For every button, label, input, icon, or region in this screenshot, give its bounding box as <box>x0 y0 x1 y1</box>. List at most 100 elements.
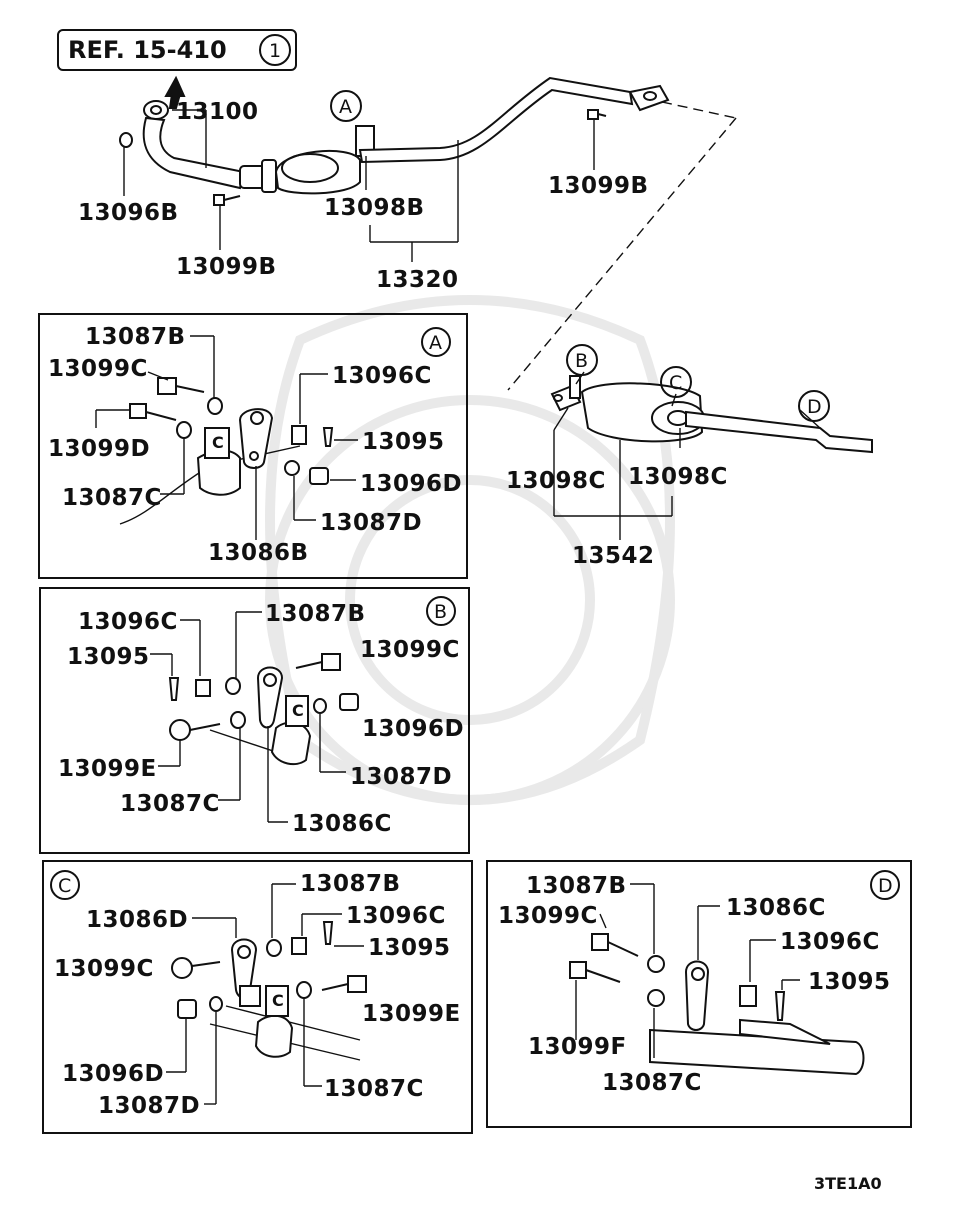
panel-D-label-13095: 13095 <box>808 969 891 995</box>
svg-text:C: C <box>272 991 284 1010</box>
panel-D-washer-13087C[interactable] <box>647 989 665 1007</box>
panel-A-washer-13087D[interactable] <box>284 460 300 476</box>
callout-C-rear[interactable]: C <box>660 366 692 398</box>
panel-C-label-13087B: 13087B <box>300 871 401 897</box>
panel-C-label-13087C: 13087C <box>324 1076 424 1102</box>
panel-A-label-13099D: 13099D <box>48 436 150 462</box>
panel-C-label-13099C: 13099C <box>54 956 154 982</box>
panel-B-label-13096C: 13096C <box>78 609 178 635</box>
panel-B-nut-13096C[interactable] <box>195 679 211 697</box>
panel-B: B C 13096C <box>39 587 470 854</box>
panel-A-label-13099C: 13099C <box>48 356 148 382</box>
panel-A-nut-13096C[interactable] <box>291 425 307 445</box>
label-13098B: 13098B <box>324 195 425 221</box>
panel-C-nut-13096C[interactable] <box>291 937 307 955</box>
svg-text:C: C <box>669 372 682 394</box>
panel-A-bolt-13099D[interactable] <box>129 403 177 421</box>
callout-A-top[interactable]: A <box>330 90 362 122</box>
panel-C-label-13099E: 13099E <box>362 1001 461 1027</box>
panel-C-bolt-13099C[interactable] <box>171 957 221 979</box>
panel-B-bolt-13099C[interactable] <box>295 653 341 671</box>
panel-B-label-13095: 13095 <box>67 644 150 670</box>
panel-B-label-13099E: 13099E <box>58 756 157 782</box>
panel-A-pin-13095[interactable] <box>322 427 334 447</box>
label-13542: 13542 <box>572 543 655 569</box>
svg-text:B: B <box>434 601 447 623</box>
panel-D-bolt-13099C[interactable] <box>591 933 639 957</box>
reference-text: REF. 15-410 <box>68 36 227 64</box>
panel-A-label-13095: 13095 <box>362 429 445 455</box>
svg-text:C: C <box>292 701 304 720</box>
panel-D-label-13087B: 13087B <box>526 873 627 899</box>
panel-B-label-13099C: 13099C <box>360 637 460 663</box>
panel-C-bolt-13099E[interactable] <box>321 975 367 993</box>
panel-B-label-13096D: 13096D <box>362 716 464 742</box>
svg-text:D: D <box>807 396 822 418</box>
panel-D-nut-13096C[interactable] <box>739 985 757 1007</box>
label-13096B: 13096B <box>78 200 179 226</box>
panel-A: A C <box>38 313 468 579</box>
panel-A-washer-13087C[interactable] <box>176 421 192 439</box>
panel-A-bolt-13099C[interactable] <box>157 377 205 395</box>
gasket-13096B[interactable] <box>119 132 133 148</box>
bolt-13099B-left[interactable] <box>213 194 241 206</box>
svg-text:C: C <box>212 433 224 452</box>
top-leaders <box>123 101 737 391</box>
panel-C-washer-13087C[interactable] <box>296 981 312 999</box>
panel-D-label-13099C: 13099C <box>498 903 598 929</box>
panel-D-bolt-13099F[interactable] <box>569 961 621 983</box>
panel-D: D 13087B 13099C 13086C 13096C 13 <box>486 860 912 1128</box>
label-13100: 13100 <box>176 99 259 125</box>
svg-text:D: D <box>878 875 893 897</box>
up-arrow-icon <box>164 75 186 109</box>
panel-C-label-13096D: 13096D <box>62 1061 164 1087</box>
panel-A-label-13087B: 13087B <box>85 324 186 350</box>
panel-D-label-13086C: 13086C <box>726 895 826 921</box>
rear-muffler-13542[interactable] <box>550 375 873 454</box>
panel-C-pin-13095[interactable] <box>322 921 334 945</box>
svg-text:C: C <box>58 875 71 897</box>
panel-A-label-13096D: 13096D <box>360 471 462 497</box>
callout-D-rear[interactable]: D <box>798 390 830 422</box>
panel-B-pin-13095[interactable] <box>168 677 180 701</box>
panel-D-washer-13087B[interactable] <box>647 955 665 973</box>
front-pipe-13100[interactable] <box>142 100 277 193</box>
panel-C-label-13096C: 13096C <box>346 903 446 929</box>
panel-B-washer-13087B[interactable] <box>225 677 241 695</box>
panel-C-label-13086D: 13086D <box>86 907 188 933</box>
panel-B-bolt-13099E[interactable] <box>169 719 221 741</box>
catalytic-converter[interactable] <box>274 125 375 195</box>
label-13098C-right: 13098C <box>628 464 728 490</box>
svg-text:B: B <box>575 350 588 372</box>
panel-C-washer-13087D[interactable] <box>209 996 223 1012</box>
panel-D-badge[interactable]: D <box>870 870 900 900</box>
bolt-13099B-right[interactable] <box>587 109 607 120</box>
reference-box[interactable]: REF. 15-410 1 <box>57 29 297 71</box>
reference-number: 1 <box>269 40 281 62</box>
panel-B-washer-13087C[interactable] <box>230 711 246 729</box>
panel-C-label-13087D: 13087D <box>98 1093 200 1119</box>
panel-B-label-13087B: 13087B <box>265 601 366 627</box>
panel-B-badge[interactable]: B <box>426 596 456 626</box>
panel-D-label-13096C: 13096C <box>780 929 880 955</box>
label-13099B-left: 13099B <box>176 254 277 280</box>
callout-B-rear[interactable]: B <box>566 344 598 376</box>
panel-A-label-13086B: 13086B <box>208 540 309 566</box>
panel-D-label-13099F: 13099F <box>528 1034 627 1060</box>
panel-A-washer-13087B[interactable] <box>207 397 223 415</box>
panel-D-label-13087C: 13087C <box>602 1070 702 1096</box>
panel-C-washer-13087B[interactable] <box>266 939 282 957</box>
panel-B-nut-13096D[interactable] <box>339 693 359 711</box>
panel-B-washer-13087D[interactable] <box>313 698 327 714</box>
panel-A-nut-13096D[interactable] <box>309 467 329 485</box>
panel-B-label-13087D: 13087D <box>350 764 452 790</box>
panel-C-badge[interactable]: C <box>50 870 80 900</box>
panel-A-badge[interactable]: A <box>421 327 451 357</box>
label-13098C-left: 13098C <box>506 468 606 494</box>
panel-D-pin-13095[interactable] <box>774 991 786 1021</box>
label-13320: 13320 <box>376 267 459 293</box>
center-pipe-13320[interactable] <box>358 76 670 164</box>
panel-C-nut-13096D[interactable] <box>177 999 197 1019</box>
svg-text:A: A <box>429 332 442 354</box>
